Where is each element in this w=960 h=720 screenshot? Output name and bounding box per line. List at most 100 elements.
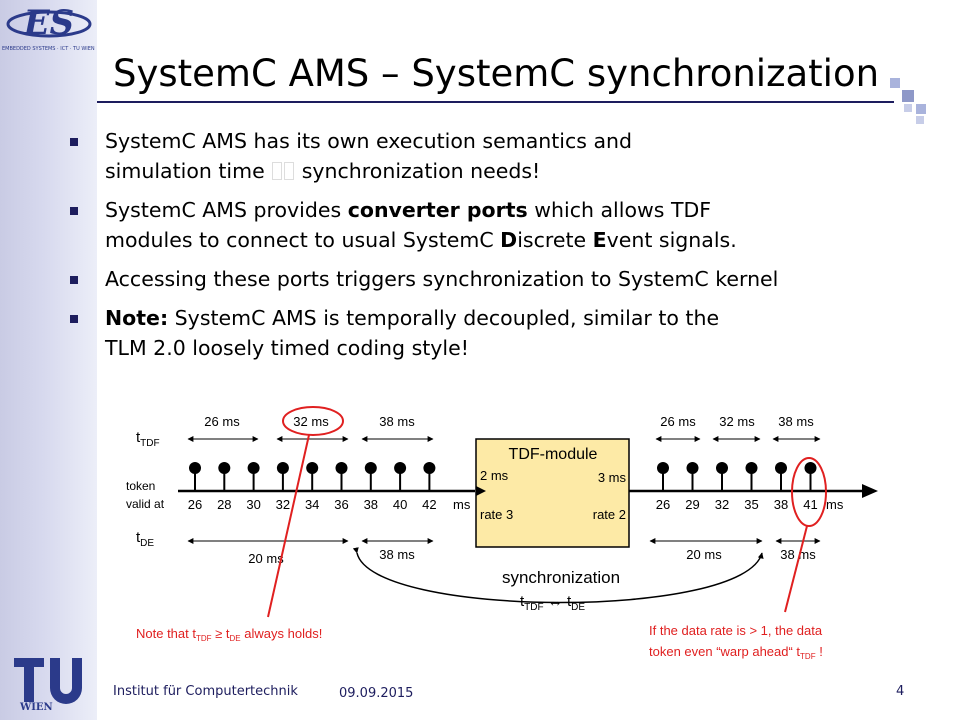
deco-square [902,90,914,102]
unit-label: ms [453,497,471,512]
token-label: token [126,479,155,493]
token-time-label: 32 [715,497,729,512]
unit-label: ms [826,497,844,512]
deco-square [890,78,900,88]
bullet-text: modules to connect to usual SystemC [105,228,501,252]
token-dot [716,462,728,474]
token-dot [775,462,787,474]
span-label: 26 ms [204,414,240,429]
de-span-label: 20 ms [686,547,722,562]
sync-curve [352,547,764,604]
bullet-line: Note: SystemC AMS is temporally decouple… [105,303,950,333]
token-time-label: 30 [246,497,260,512]
module-out-delay: 3 ms [598,470,627,485]
bullet-bold-text: Note: [105,306,169,330]
module-out-rate: rate 2 [593,507,626,522]
bullet-text: iscrete [517,228,593,252]
footer-page-number: 4 [896,684,905,699]
bullet-text: SystemC AMS provides [105,198,348,222]
bullet-line: Accessing these ports triggers synchroni… [105,264,950,294]
highlight-ellipse [282,406,344,436]
bullet-list: SystemC AMS has its own execution semant… [70,126,950,372]
token-time-label: 40 [393,497,407,512]
note-right-line1: If the data rate is > 1, the data [649,623,823,638]
token-dot [804,462,817,474]
bullet-text: TLM 2.0 loosely timed coding style! [105,336,469,360]
ttdf-label: tTDF [136,429,160,449]
bullet-line: modules to connect to usual SystemC Disc… [105,225,950,255]
de-span-label: 38 ms [780,547,816,562]
token-time-label: 42 [422,497,436,512]
tu-logo-caption: WIEN [20,702,53,713]
token-dot [657,462,669,474]
slide-title: SystemC AMS – SystemC synchronization [113,52,880,95]
bullet-item: SystemC AMS has its own execution semant… [70,126,950,186]
span-label: 32 ms [719,414,755,429]
token-time-label: 26 [188,497,202,512]
missing-arrow-glyph-icon [284,162,295,180]
bullet-bold-text: E [592,228,607,252]
token-dot [394,462,407,474]
bullet-line: SystemC AMS has its own execution semant… [105,126,950,156]
deco-square [916,116,924,124]
tde-label: tDE [136,529,154,549]
token-time-label: 38 [364,497,378,512]
bullet-item: Accessing these ports triggers synchroni… [70,264,950,294]
valid-at-label: valid at [126,497,165,511]
left-token-group: 26 28 30 32 34 36 38 40 42 [188,462,437,512]
token-time-label: 36 [334,497,348,512]
es-logo: ES [6,4,92,43]
tdf-module-title: TDF-module [509,446,598,463]
footer-institute: Institut für Computertechnik [113,684,298,699]
token-time-label: 35 [744,497,758,512]
token-dot [745,462,758,474]
missing-arrow-glyph-icon [272,162,283,180]
span-label: 38 ms [379,414,415,429]
bullet-text: Accessing these ports triggers synchroni… [105,267,779,291]
bullet-bold-text: converter ports [347,198,528,222]
note-left: Note that tTDF ≥ tDE always holds! [136,626,322,643]
module-in-rate: rate 3 [480,507,513,522]
token-time-label: 34 [305,497,319,512]
token-time-label: 29 [685,497,699,512]
es-logo-caption: EMBEDDED SYSTEMS · ICT · TU WIEN [2,46,95,52]
token-dot [306,462,319,474]
token-time-label: 32 [276,497,290,512]
tu-logo [14,658,82,704]
bullet-item: SystemC AMS provides converter ports whi… [70,195,950,255]
sync-formula: tTDF ↔ tDE [520,593,585,613]
bullet-line: simulation time synchronization needs! [105,156,950,186]
token-time-label: 38 [774,497,788,512]
token-dot [423,462,436,474]
bullet-line: TLM 2.0 loosely timed coding style! [105,333,950,363]
highlight-ellipse [791,457,827,527]
note-right-line2: token even “warp ahead“ tTDF ! [649,644,823,661]
span-label: 38 ms [778,414,814,429]
svg-text:ES: ES [23,4,74,43]
sync-label: synchronization [502,568,620,587]
module-in-port [476,486,486,496]
bullet-text: SystemC AMS is temporally decoupled, sim… [168,306,720,330]
footer-date: 09.09.2015 [339,686,414,701]
token-dot [686,462,699,474]
right-timeline-arrowhead [862,484,878,498]
deco-square [916,104,926,114]
de-span-label: 38 ms [379,547,415,562]
deco-square [904,104,912,112]
token-dot [189,462,201,474]
bullet-bold-text: D [500,228,518,252]
bullet-line: SystemC AMS provides converter ports whi… [105,195,950,225]
title-rule [97,101,894,103]
bullet-text: simulation time [105,159,272,183]
tdf-module-box [475,438,630,548]
annotation-line [784,525,808,613]
token-dot [276,462,289,474]
token-dot [364,462,377,474]
sidebar-band [0,0,97,720]
token-dot [247,462,260,474]
bullet-text: synchronization needs! [295,159,541,183]
bullet-text: vent signals. [606,228,737,252]
token-time-label: 28 [217,497,231,512]
